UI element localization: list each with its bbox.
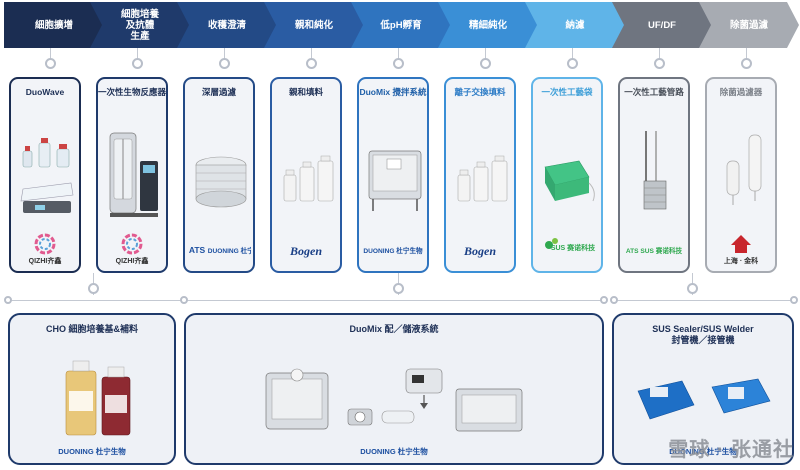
timeline-line	[612, 300, 792, 301]
svg-text:SUS 赛诺科技: SUS 赛诺科技	[551, 243, 596, 252]
ats-duoning-logo-icon: ATS DUONING 杜宁生物	[187, 233, 251, 267]
step-low-ph-incubation: 低pH孵育	[351, 2, 451, 48]
flasks-and-rocker-image	[20, 138, 74, 213]
card-title: SUS Sealer/SUS Welder 封管機／接管機	[652, 324, 754, 345]
card-single-use-bioreactor: 一次性生物反應器 QIZHI齐鑫	[96, 77, 168, 273]
card-single-use-bag: 一次性工藝袋 SUS 赛诺科技	[531, 77, 603, 273]
timeline-end-dot	[790, 296, 798, 304]
card-title: 一次性生物反應器	[98, 87, 167, 97]
bioreactor-image	[109, 132, 158, 217]
qizhi-logo-icon: QIZHI齐鑫	[13, 233, 77, 267]
timeline-node	[88, 283, 99, 294]
connector-node	[480, 58, 491, 69]
storage-system-image	[265, 368, 523, 432]
timeline-line	[10, 300, 602, 301]
card-title: 親和填料	[288, 87, 323, 97]
card-title: 離子交換填料	[454, 87, 506, 97]
timeline-node	[687, 283, 698, 294]
card-sus-sealer-welder: SUS Sealer/SUS Welder 封管機／接管機 DUONING 杜宁…	[612, 313, 794, 465]
connector-node	[306, 58, 317, 69]
card-cho-media: CHO 細胞培養基&補料 DUONING 杜宁生物	[8, 313, 176, 465]
svg-text:Bogen: Bogen	[289, 244, 322, 258]
tubing-manifold-image	[643, 131, 667, 210]
connector-node	[741, 58, 752, 69]
card-title: DuoMix 攪拌系統	[359, 87, 427, 97]
timeline-end-dot	[4, 296, 12, 304]
svg-text:QIZHI齐鑫: QIZHI齐鑫	[116, 256, 149, 265]
resin-bottles-image	[457, 155, 508, 202]
card-title: 一次性工藝袋	[541, 87, 593, 97]
step-affinity-purification: 親和純化	[264, 2, 364, 48]
duoning-logo-icon: DUONING 杜宁生物	[361, 233, 425, 267]
card-title: 深層過濾	[201, 87, 236, 97]
card-title: DuoMix 配／儲液系統	[349, 324, 439, 334]
depth-filter-stack-image	[195, 156, 247, 208]
process-steps: 細胞擴增 細胞培養 及抗體 生產 收穫澄清 親和純化 低pH孵育 精細純化 納濾…	[4, 2, 799, 48]
card-ion-exchange-resin: 離子交換填料 Bogen	[444, 77, 516, 273]
timeline-node	[393, 283, 404, 294]
duoning-logo-icon: DUONING 杜宁生物	[360, 447, 428, 456]
duoning-logo-icon: DUONING 杜宁生物	[58, 447, 126, 456]
step-polishing: 精細純化	[438, 2, 538, 48]
resin-bottles-image	[283, 155, 334, 202]
step-cell-expansion: 細胞擴增	[4, 2, 104, 48]
capsule-filter-image	[726, 134, 762, 205]
bogen-logo-icon: Bogen	[448, 233, 512, 267]
step-nanofiltration: 納濾	[525, 2, 625, 48]
step-cell-culture: 細胞培養 及抗體 生產	[90, 2, 190, 48]
svg-text:QIZHI齐鑫: QIZHI齐鑫	[29, 256, 62, 265]
bogen-logo-icon: Bogen	[274, 233, 338, 267]
connector-node	[654, 58, 665, 69]
svg-text:DUONING 杜宁生物: DUONING 杜宁生物	[208, 246, 251, 255]
connector-node	[393, 58, 404, 69]
jinke-logo-icon: 上海 · 金科	[709, 233, 773, 267]
svg-text:Bogen: Bogen	[463, 244, 496, 258]
timeline-dot	[180, 296, 188, 304]
svg-text:上海 · 金科: 上海 · 金科	[724, 256, 758, 265]
card-title: DuoWave	[25, 87, 65, 97]
card-title: 除菌過濾器	[719, 87, 763, 97]
svg-text:ATS: ATS	[189, 245, 206, 255]
card-depth-filtration: 深層過濾 ATS DUONING 杜宁生物	[183, 77, 255, 273]
qizhi-logo-icon: QIZHI齐鑫	[100, 233, 164, 267]
connector-node	[219, 58, 230, 69]
card-title: CHO 細胞培養基&補料	[46, 324, 138, 334]
media-bottles-image	[65, 360, 131, 436]
card-affinity-resin: 親和填料 Bogen	[270, 77, 342, 273]
connector-node	[132, 58, 143, 69]
card-duomix-mixing: DuoMix 攪拌系統 DUONING 杜宁生物	[357, 77, 429, 273]
timeline-dot	[600, 296, 608, 304]
ats-sus-logo-icon: ATS SUS 赛诺科技	[622, 233, 686, 267]
step-harvest-clarification: 收穫澄清	[177, 2, 277, 48]
card-title: 一次性工藝管路	[624, 87, 684, 97]
card-single-use-tubing: 一次性工藝管路 ATS SUS 赛诺科技	[618, 77, 690, 273]
svg-text:ATS SUS 赛诺科技: ATS SUS 赛诺科技	[626, 246, 683, 255]
step-sterile-filtration: 除菌過濾	[699, 2, 799, 48]
timeline-dot	[610, 296, 618, 304]
process-bag-image	[544, 160, 595, 202]
connector-node	[567, 58, 578, 69]
connector-node	[45, 58, 56, 69]
card-duomix-storage: DuoMix 配／儲液系統 DUONING 杜宁生物	[184, 313, 604, 465]
sealer-welder-image	[637, 378, 771, 420]
card-sterilizing-filter: 除菌過濾器 上海 · 金科	[705, 77, 777, 273]
step-uf-df: UF/DF	[612, 2, 712, 48]
watermark: 雪球 · 张通社	[668, 439, 794, 461]
svg-text:DUONING 杜宁生物: DUONING 杜宁生物	[363, 246, 423, 255]
duoning-logo-icon: DUONING 杜宁生物	[669, 447, 737, 456]
sus-logo-icon: SUS 赛诺科技	[535, 233, 599, 267]
card-duowave: DuoWave QIZHI齐鑫	[9, 77, 81, 273]
mixing-system-image	[368, 150, 422, 211]
